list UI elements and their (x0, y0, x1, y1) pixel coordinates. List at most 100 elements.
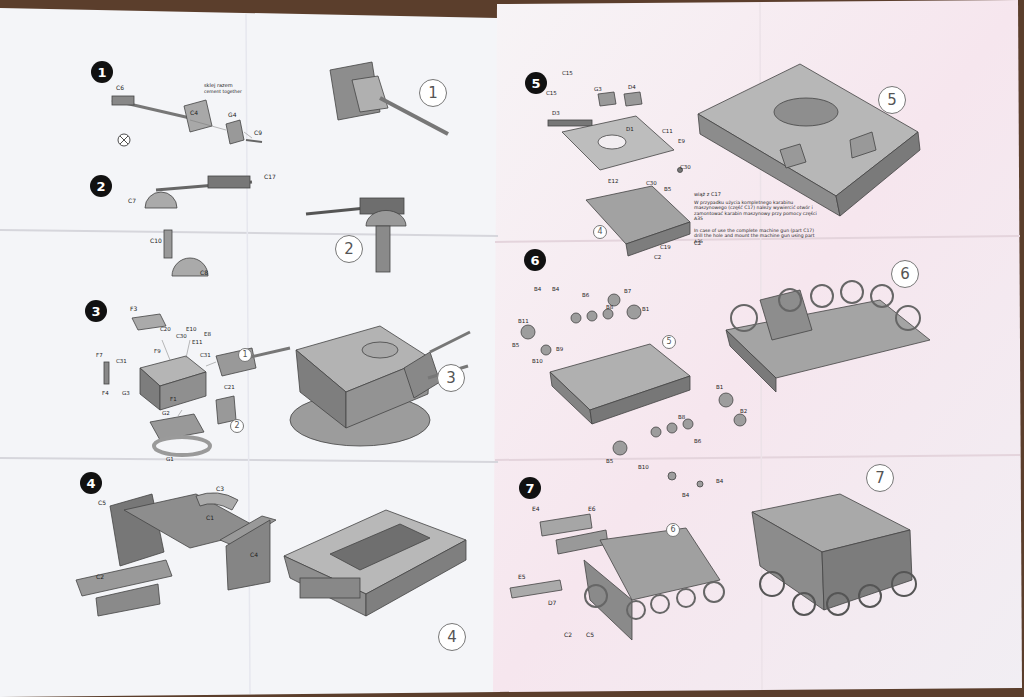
part-label: sklej razem (204, 83, 233, 89)
result-number: 7 (866, 464, 894, 492)
part-label: D1 (626, 126, 634, 132)
part-label: F3 (130, 306, 137, 313)
part-label: B11 (518, 318, 529, 324)
part-label: E12 (608, 178, 618, 184)
part-label: C30 (646, 180, 657, 186)
part-label: C2 (564, 632, 572, 639)
part-label: B5 (664, 186, 671, 192)
part-label: F1 (170, 396, 177, 402)
result-number: 2 (335, 235, 363, 263)
number-text: 2 (96, 180, 105, 193)
part-label: C15 (562, 70, 573, 76)
part-label: B4 (534, 286, 541, 292)
step-number: 2 (90, 175, 112, 197)
part-label: C17 (264, 174, 276, 181)
number-text: 6 (530, 254, 539, 267)
part-label: E5 (518, 574, 526, 581)
number-text: 4 (86, 477, 95, 490)
part-label: C2 (654, 254, 661, 260)
part-label: E9 (678, 138, 685, 144)
number-text: 4 (597, 228, 602, 236)
part-label: C11 (662, 128, 673, 134)
number-text: 3 (446, 371, 456, 386)
part-label: D4 (628, 84, 636, 90)
number-text: 6 (900, 267, 910, 282)
part-label: C31 (200, 352, 211, 358)
part-label: E8 (204, 331, 211, 337)
step-number: 7 (519, 477, 541, 499)
part-label: E6 (588, 506, 596, 513)
reference-number: 5 (662, 335, 676, 349)
part-label: C1 (206, 515, 214, 522)
result-number: 5 (878, 86, 906, 114)
part-label: B8 (606, 304, 613, 310)
part-label: C5 (586, 632, 594, 639)
number-text: 3 (91, 305, 100, 318)
number-text: 1 (97, 66, 106, 79)
part-label: B5 (606, 458, 613, 464)
reference-number: 2 (230, 419, 244, 433)
number-text: 5 (531, 77, 540, 90)
number-text: 2 (234, 422, 239, 430)
step-number: 4 (80, 472, 102, 494)
part-label: E10 (186, 326, 196, 332)
part-label: C3 (216, 486, 224, 493)
part-label: B5 (512, 342, 519, 348)
number-text: 1 (428, 86, 438, 101)
result-number: 3 (437, 364, 465, 392)
number-text: 7 (525, 482, 534, 495)
part-label: G3 (122, 390, 130, 396)
part-label: B10 (638, 464, 649, 470)
part-label: G4 (228, 112, 236, 119)
part-label: D3 (552, 110, 560, 116)
result-number: 6 (891, 260, 919, 288)
part-label: C20 (160, 326, 171, 332)
part-label: B4 (682, 492, 689, 498)
part-label: C6 (116, 85, 124, 92)
part-label: B1 (642, 306, 649, 312)
result-number: 1 (419, 79, 447, 107)
number-text: 7 (875, 471, 885, 486)
part-label: B4 (552, 286, 559, 292)
part-label: C2 (96, 574, 104, 581)
part-label: B6 (582, 292, 589, 298)
part-label: C21 (224, 384, 235, 390)
part-label: B6 (694, 438, 701, 444)
assembly-note: In case of use the complete machine gun … (694, 228, 822, 244)
reference-number: 1 (238, 348, 252, 362)
part-label: cement together (204, 90, 242, 95)
part-label: G3 (594, 86, 602, 92)
part-label: B10 (532, 358, 543, 364)
reference-number: 6 (666, 523, 680, 537)
part-label: B2 (740, 408, 747, 414)
part-label: D7 (548, 600, 556, 607)
part-label: C4 (190, 110, 198, 117)
part-label: wiąż z C17 (694, 192, 721, 198)
part-label: B9 (556, 346, 563, 352)
part-label: C5 (98, 500, 106, 507)
part-label: C30 (176, 333, 187, 339)
part-label: C15 (546, 90, 557, 96)
part-label: C30 (680, 164, 691, 170)
part-label: F7 (96, 352, 103, 358)
part-label: C7 (128, 198, 136, 205)
step-number: 5 (525, 72, 547, 94)
part-label: E4 (532, 506, 540, 513)
part-label: G2 (162, 410, 170, 416)
number-text: 5 (887, 93, 897, 108)
part-label: C9 (254, 130, 262, 137)
step-number: 1 (91, 61, 113, 83)
part-label: C19 (660, 244, 671, 250)
number-text: 5 (666, 338, 671, 346)
part-label: E11 (192, 339, 202, 345)
number-text: 4 (447, 630, 457, 645)
part-label: C4 (250, 552, 258, 559)
part-label: C2 (694, 240, 701, 246)
part-label: F4 (102, 390, 109, 396)
number-text: 1 (242, 351, 247, 359)
part-label: B7 (624, 288, 631, 294)
number-text: 2 (344, 242, 354, 257)
part-label: B1 (716, 384, 723, 390)
